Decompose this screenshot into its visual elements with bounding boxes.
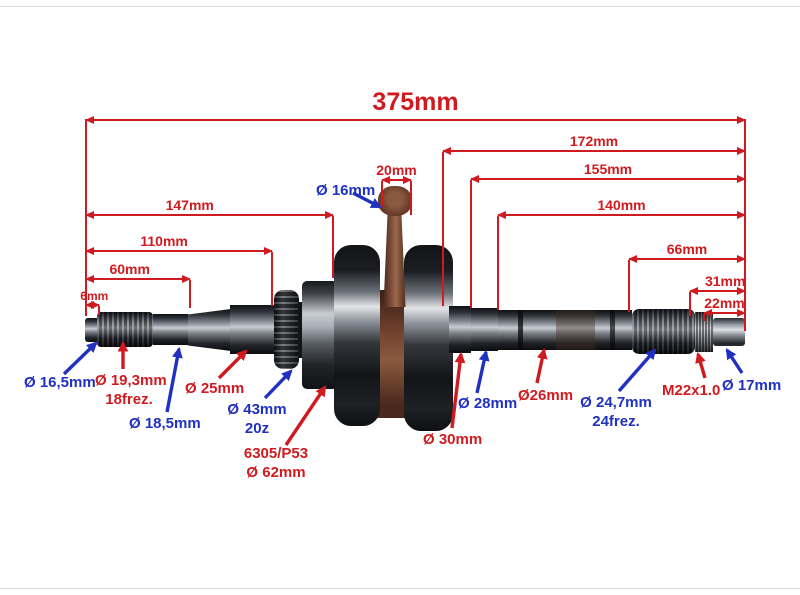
extension-line [381,181,383,207]
dim-label: 66mm [666,241,708,257]
callout-arrow-bearing [284,385,327,446]
dim-140: 140mm [497,197,746,219]
dim-147: 147mm [85,197,334,219]
left-taper-section [188,309,231,351]
dim-66: 66mm [628,241,746,263]
callout-arrow-left-stub [62,341,98,376]
callout-line: 20z [244,420,270,437]
callout-left-spline: Ø 19,3mm 18frez. [95,371,167,409]
callout-left-taper: Ø 25mm [185,380,245,397]
dim-label: 60mm [109,261,150,277]
callout-arrow-seat26 [535,347,548,384]
dim-31: 31mm [689,273,746,295]
right-end-stub [713,318,745,346]
dim-label: 155mm [583,161,633,177]
crank-web-left [334,245,380,426]
callout-line: Ø 24,7mm [580,394,652,411]
connecting-rod-shaft [383,203,406,307]
callout-gear: Ø 43mm 20z [227,400,287,438]
callout-seat30: Ø 30mm [423,431,483,448]
extension-line [470,180,472,308]
callout-thread: M22x1.0 [662,382,721,399]
callout-line: Ø 62mm [246,464,306,481]
left-shaft-section [153,314,188,345]
extension-line [271,252,273,306]
callout-arrow-left-taper [217,349,248,380]
page-divider-bottom [0,588,800,589]
callout-arrow-seat30 [450,351,466,429]
main-bearing [302,281,338,389]
dim-110: 110mm [85,233,273,255]
callout-pin-diameter: Ø 16mm [316,182,376,199]
dim-label: 140mm [597,197,646,213]
thread-section [695,312,713,352]
crank-web-right [404,245,453,431]
extension-line [497,216,499,310]
callout-right-stub: Ø 17mm [722,377,782,394]
dim-22: 22mm [703,295,746,317]
callout-line: 18frez. [105,391,153,408]
dim-172: 172mm [442,133,746,155]
connecting-rod-small-end [378,186,412,216]
callout-arrow-gear [263,369,293,400]
callout-line: 24frez. [592,413,640,430]
dim-label: 375mm [372,88,459,116]
extension-line [410,181,412,215]
dim-label: 172mm [569,133,619,149]
dim-label: 22mm [704,295,745,311]
right-spline-section [632,309,695,354]
callout-left-shaft: Ø 18,5mm [129,415,201,432]
extension-line [189,280,191,308]
callout-arrow-right-stub [725,348,744,374]
page-divider-top [0,6,800,7]
dim-total-length: 375mm [85,88,746,124]
extension-line [442,152,444,306]
callout-arrow-left-shaft [165,346,183,413]
extension-line [744,119,746,331]
callout-arrow-seat28 [475,349,490,394]
dim-label: 147mm [165,197,214,213]
timing-gear [274,290,299,369]
callout-line: Ø 19,3mm [95,372,167,389]
extension-line [689,292,691,316]
callout-arrow-pin [352,191,382,209]
callout-arrow-thread [695,351,707,379]
callout-right-spline: Ø 24,7mm 24frez. [579,393,653,431]
left-seat-section [230,305,276,354]
extension-line [628,260,630,312]
dim-155: 155mm [470,161,746,183]
dim-6: 6mm [80,288,108,309]
dim-label: 31mm [704,273,746,289]
callout-seat28: Ø 28mm [458,395,518,412]
dim-20: 20mm [376,163,417,184]
callout-bearing: 6305/P53 Ø 62mm [241,444,311,482]
extension-line [703,314,705,321]
callout-arrow-right-spline [617,348,657,393]
extension-line [98,306,100,315]
left-end-stub [85,318,99,342]
callout-left-stub: Ø 16,5mm [24,374,96,391]
dim-label: 6mm [80,289,109,303]
right-seat-30 [449,306,471,353]
right-seat-28 [471,308,498,351]
extension-line [332,216,334,278]
right-seat-26 [498,310,632,350]
dim-label: 110mm [140,233,188,249]
dim-label: 20mm [376,162,417,178]
callout-line: Ø 43mm [227,401,287,418]
callout-line: 6305/P53 [243,445,309,462]
dim-60: 60mm [85,261,191,283]
callout-seat26: Ø26mm [518,387,574,404]
